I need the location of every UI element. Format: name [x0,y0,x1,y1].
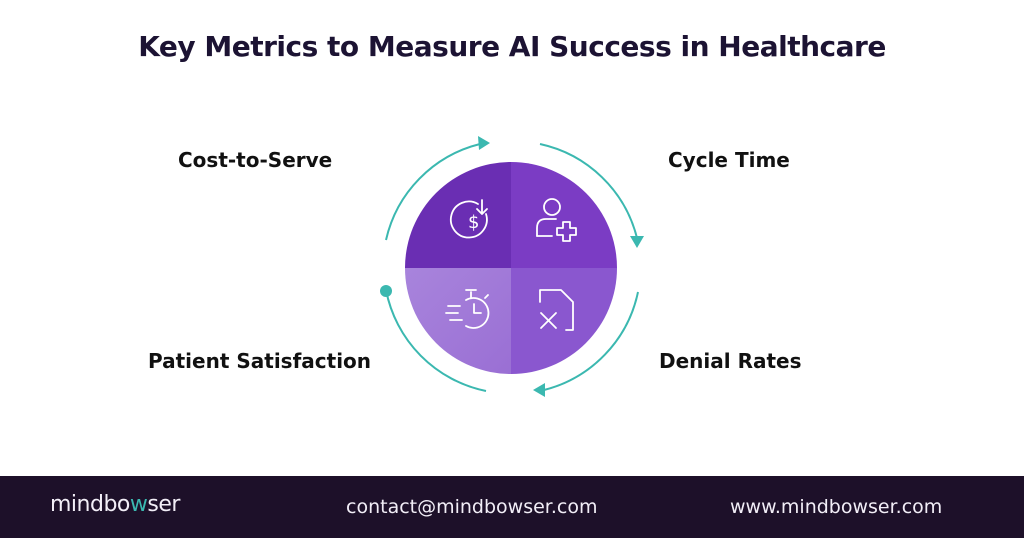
website-url: www.mindbowser.com [730,496,943,518]
rejected-document-icon [539,289,574,331]
mindbowser-logo: mindbowser [50,492,180,517]
page-title: Key Metrics to Measure AI Success in Hea… [138,30,886,63]
arrowheads [478,136,644,397]
add-user-icon [536,198,577,242]
contact-email: contact@mindbowser.com [346,496,598,518]
logo-text-accent: w [129,492,148,517]
quadrant-denial-rates [511,268,617,374]
stopwatch-icon [445,289,490,329]
logo-text-prefix: mindbo [50,492,130,517]
label-cycle-time: Cycle Time [668,148,790,172]
label-denial-rates: Denial Rates [659,349,802,373]
metrics-cycle-diagram: $ [380,136,644,397]
footer-bar: mindbowser contact@mindbowser.com www.mi… [0,476,1024,538]
logo-text-suffix: ser [147,492,180,517]
cycle-arrows [385,143,639,392]
label-cost-to-serve: Cost-to-Serve [178,148,333,172]
dollar-down-icon: $ [449,199,488,239]
quadrant-cycle-time [511,162,617,268]
quadrant-patient-satisfaction [405,268,511,374]
svg-text:$: $ [468,212,479,233]
quadrant-cost-to-serve [405,162,511,268]
cycle-start-dot [380,285,392,297]
label-patient-satisfaction: Patient Satisfaction [148,349,372,373]
